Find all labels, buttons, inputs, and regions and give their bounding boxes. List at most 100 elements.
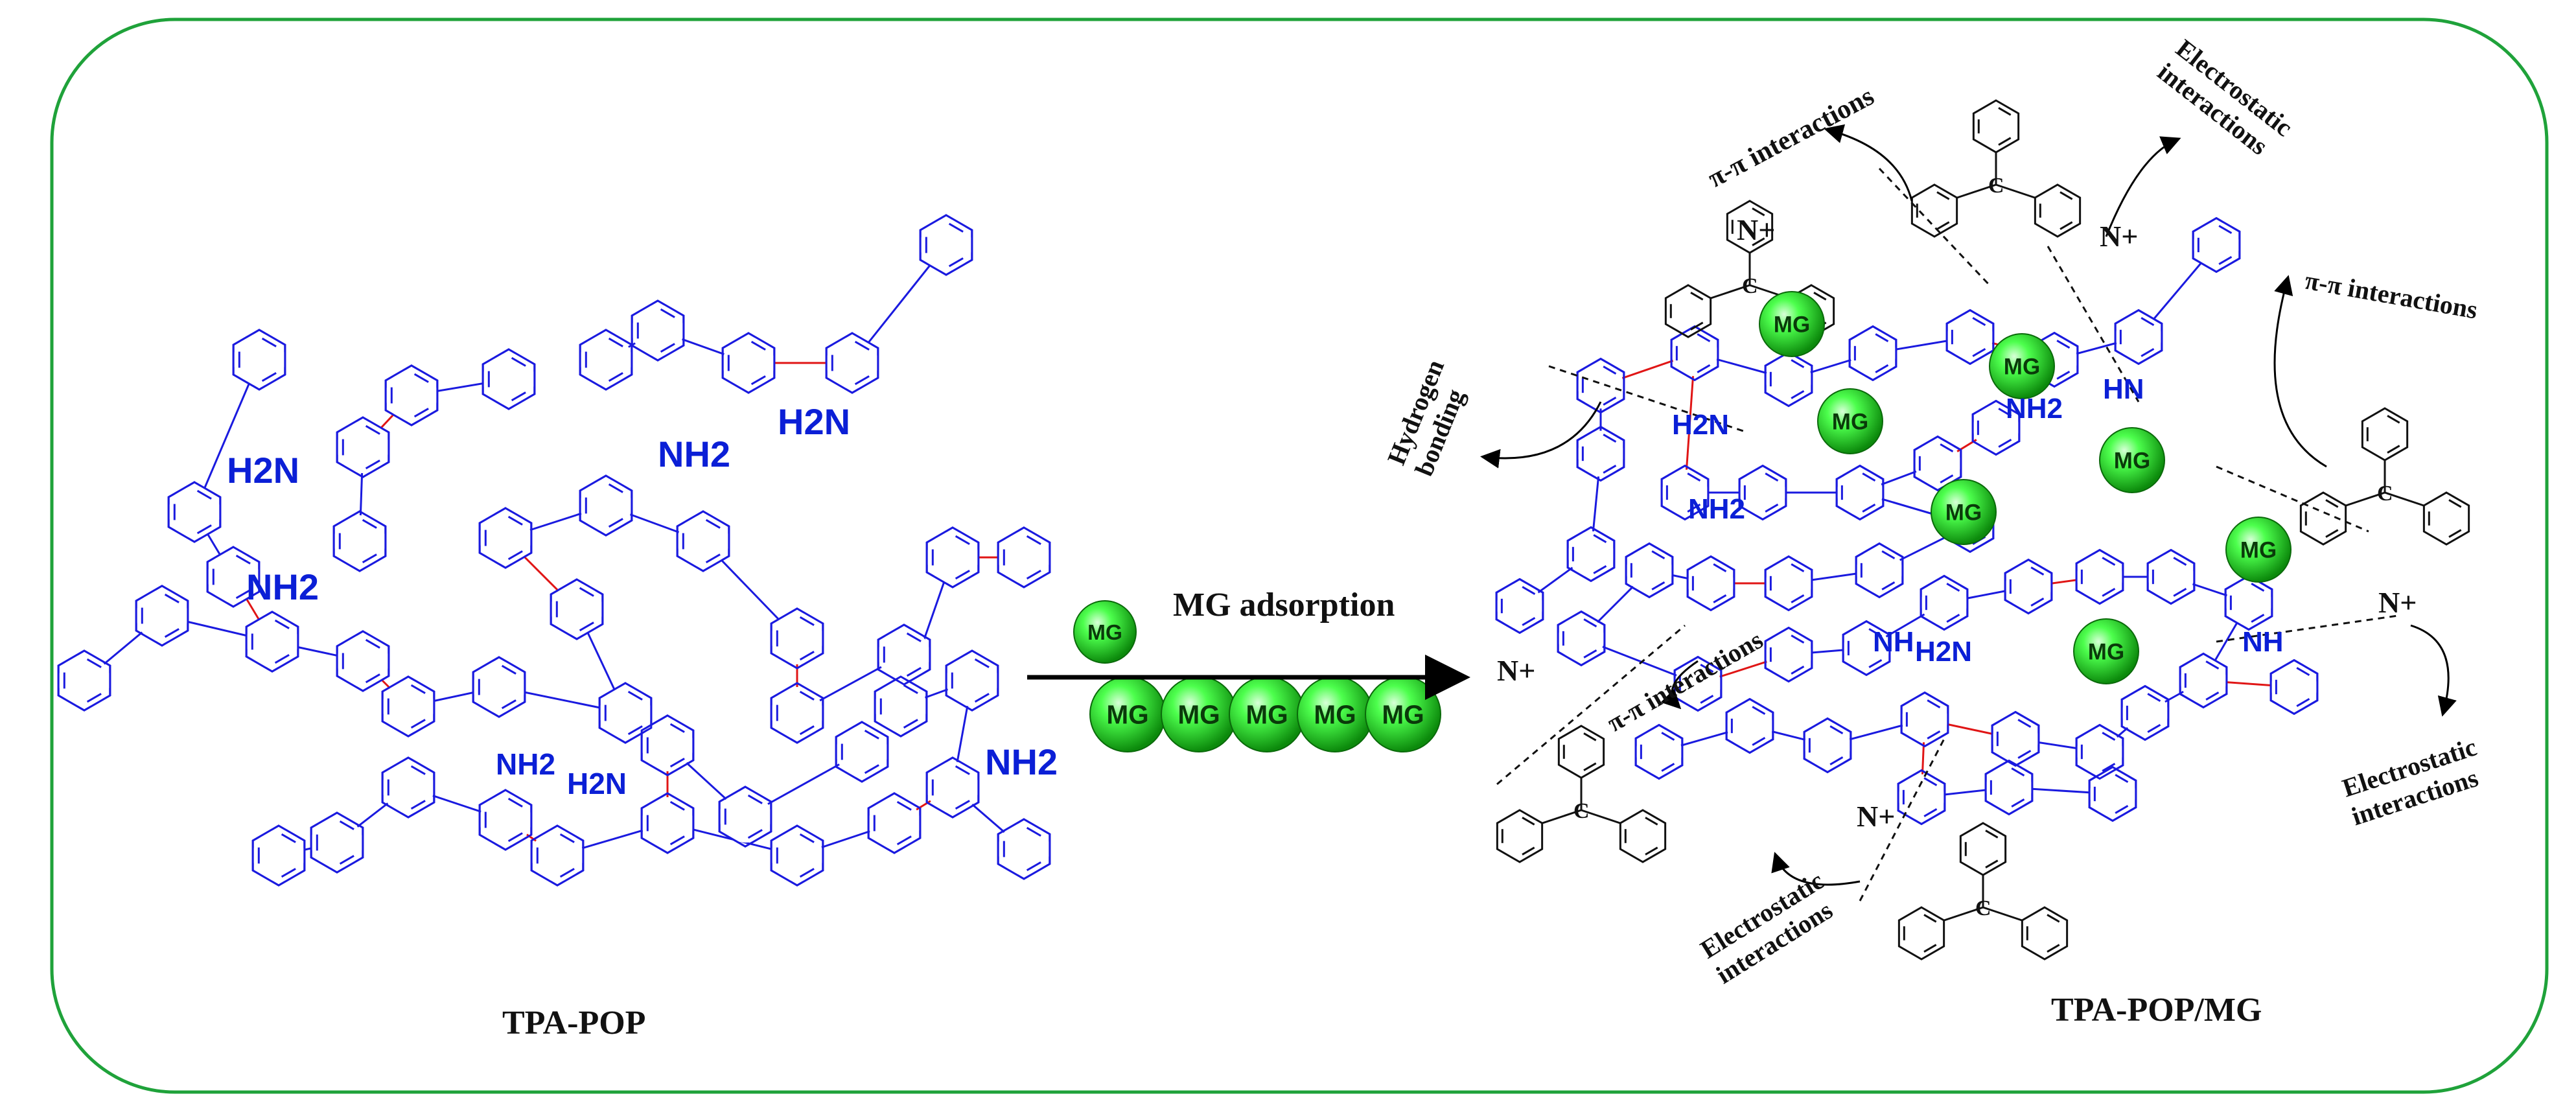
iminium-label: N+ (1737, 213, 1775, 246)
dye-phenyl-ring (1972, 99, 2020, 154)
central-carbon: C (1988, 174, 2004, 198)
mg-sphere-row: MG (1365, 676, 1441, 752)
amine-label: NH (2242, 626, 2284, 658)
mg-label: MG (2240, 538, 2277, 563)
mg-label: MG (1106, 700, 1148, 730)
central-carbon: C (1573, 799, 1590, 823)
polymer-ring (381, 675, 435, 738)
central-carbon: C (2377, 482, 2393, 506)
polymer-ring (1576, 425, 1625, 482)
dye-phenyl-ring (1959, 822, 2007, 876)
polymer-ring (336, 630, 390, 692)
dye-dimethylaminophenyl-ring (2299, 491, 2347, 546)
mg-label: MG (1382, 700, 1424, 730)
polymer-ring (2179, 652, 2228, 709)
polymer-ring (1900, 691, 1949, 748)
mg-sphere-row: MG (1297, 676, 1373, 752)
mg-sphere-adsorbed: MG (2099, 427, 2165, 493)
polymer-ring (530, 824, 585, 887)
polymer-ring (1855, 542, 1904, 599)
amine-label: NH2 (496, 747, 555, 781)
polymer-ring (1764, 351, 1813, 408)
mg-sphere-single: MG (1073, 600, 1137, 664)
dye-dimethylaminophenyl-ring (1897, 906, 1945, 961)
polymer-ring (381, 756, 435, 819)
polymer-ring (721, 332, 776, 394)
polymer-ring (1848, 325, 1897, 382)
amine-label: HN (2103, 373, 2144, 405)
polymer-ring (472, 656, 526, 718)
mg-label: MG (2114, 448, 2150, 474)
polymer-ring (925, 756, 980, 819)
amine-label: H2N (567, 767, 627, 800)
polymer-ring (1670, 325, 1719, 382)
polymer-ring (550, 578, 604, 640)
dye-quinoid-ring (2021, 906, 2069, 961)
polymer-ring (598, 682, 653, 744)
polymer-ring (1673, 655, 1723, 712)
polymer-ring (874, 675, 928, 738)
polymer-ring (478, 789, 533, 851)
electrostatic-arrow-right (2410, 624, 2457, 717)
polymer-ring (251, 824, 306, 887)
mg-sphere-adsorbed: MG (1759, 291, 1825, 357)
right-caption: TPA-POP/MG (2051, 992, 2262, 1029)
polymer-ring (1738, 464, 1787, 521)
polymer-ring (1920, 574, 1969, 631)
polymer-ring (945, 649, 999, 712)
pi-pi-label-right-line: π-π interactions (2303, 266, 2479, 325)
polymer-ring (336, 416, 390, 478)
polymer-ring (2075, 548, 2124, 605)
polymer-ring (2146, 548, 2196, 605)
process-label: MG adsorption (1173, 587, 1395, 623)
polymer-ring (206, 546, 261, 608)
polymer-ring (919, 214, 973, 276)
polymer-ring (1803, 717, 1852, 774)
dye-dimethylaminophenyl-ring (1496, 809, 1544, 863)
mg-sphere-adsorbed: MG (1931, 479, 1997, 545)
polymer-ring (1495, 577, 1544, 635)
polymer-ring (1913, 435, 1962, 492)
dye-quinoid-ring (1619, 809, 1667, 863)
polymer-ring (1945, 309, 1995, 366)
dye-right: C (2299, 407, 2470, 546)
dye-bottom: C (1897, 822, 2069, 961)
polymer-ring (1971, 399, 2021, 456)
polymer-ring (2088, 765, 2137, 822)
polymer-ring (310, 811, 364, 874)
mg-sphere-adsorbed: MG (2225, 517, 2292, 583)
polymer-ring (640, 792, 695, 854)
amine-label: NH2 (2006, 393, 2063, 425)
polymer-ring (1725, 697, 1774, 754)
amine-label: H2N (1915, 636, 1972, 668)
outer-frame (50, 17, 2549, 1094)
polymer-ring (718, 786, 772, 848)
amine-label: NH2 (246, 566, 319, 607)
dye-dimethylaminophenyl-ring (1664, 284, 1712, 338)
iminium-label: N+ (1857, 800, 1895, 833)
mg-label: MG (1774, 312, 1810, 338)
polymer-ring (478, 507, 533, 569)
amine-label: NH (1873, 626, 1914, 658)
dye-phenyl-ring (2361, 407, 2409, 461)
polymer-ring (1557, 610, 1606, 667)
mg-sphere-adsorbed: MG (1989, 333, 2055, 399)
mg-label: MG (2088, 640, 2124, 665)
polymer-ring (579, 329, 633, 391)
polymer-ring (2224, 574, 2273, 631)
polymer-ring (1625, 542, 1674, 599)
polymer-ring (245, 611, 299, 673)
dye-phenyl-ring (1557, 725, 1605, 779)
iminium-label: N+ (2100, 220, 2138, 253)
iminium-label: N+ (1497, 654, 1535, 687)
polymer-ring (640, 714, 695, 776)
polymer-ring (2114, 309, 2163, 366)
pi-pi-arrow-top (1824, 124, 1913, 202)
polymer-ring (631, 299, 685, 362)
